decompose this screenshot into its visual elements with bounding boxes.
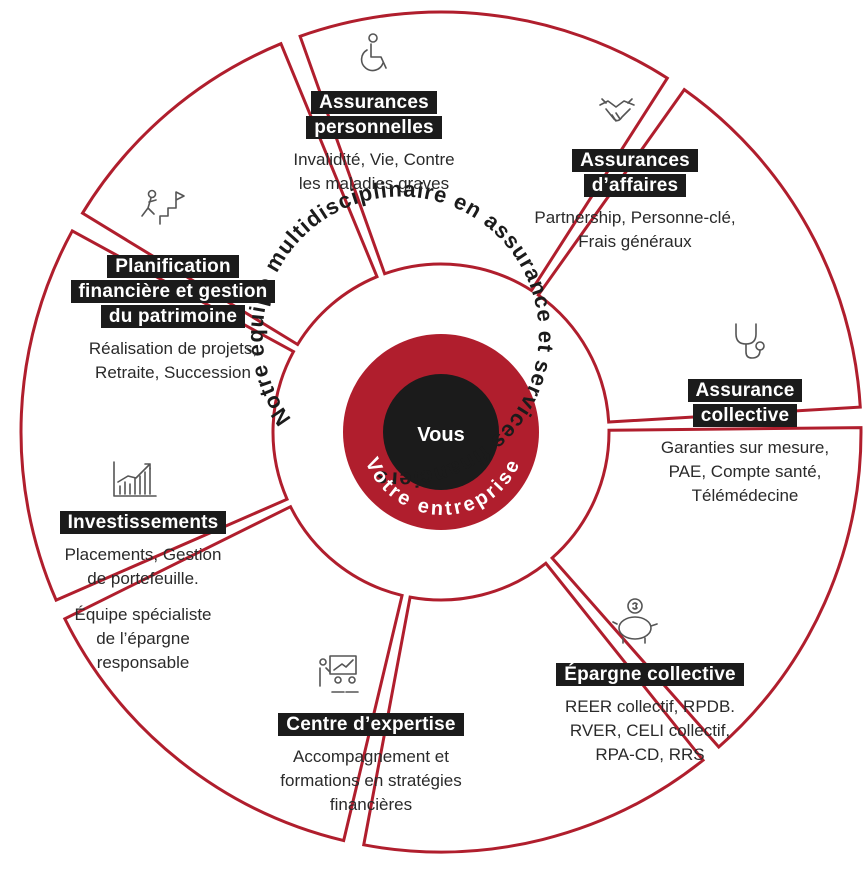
seg-title-line: Centre d’expertise [278,713,464,736]
seg-planification: Planification financière et gestion du p… [32,254,314,385]
seg-desc-line: formations en stratégies [280,771,462,790]
seg-extra-line: de l’épargne [96,629,190,648]
seg-desc: Accompagnement et formations en stratégi… [236,745,506,817]
stairs-flag-icon [141,189,185,225]
seg-desc-line: Accompagnement et [293,747,449,766]
seg-desc-line: Placements, Gestion [64,545,222,564]
seg-title: Investissements [18,510,268,535]
seg-desc-line: Invalidité, Vie, Contre [293,150,455,169]
seg-desc: Réalisation de projets, Retraite, Succes… [32,337,314,385]
seg-extra-line: Équipe spécialiste [74,605,212,624]
seg-title-line: du patrimoine [100,305,246,328]
seg-desc-line: Retraite, Succession [95,363,251,382]
wheel-segment [361,561,706,854]
seg-extra: Équipe spécialiste de l’épargne responsa… [18,603,268,675]
seg-title-line: Épargne collective [556,663,744,686]
vous-center [383,374,499,490]
seg-title: Planification financière et gestion du p… [32,254,314,329]
seg-title-line: Investissements [59,511,227,534]
seg-title: Épargne collective [520,662,780,687]
wheel-segment [62,504,404,843]
stethoscope-icon [735,323,765,359]
wheel-segment [536,87,862,424]
wheel-segment [298,10,670,293]
seg-title: Centre d’expertise [236,712,506,737]
seg-desc-line: Télémédecine [691,486,799,505]
seg-investissements: Investissements Placements, Gestion de p… [18,510,268,675]
seg-title: Assurances d’affaires [515,148,755,198]
seg-title-line: collective [692,404,798,427]
seg-desc-line: les maladies graves [298,174,450,193]
seg-epargne-collective: Épargne collective REER collectif, RPDB.… [520,662,780,767]
wheelchair-icon [360,33,387,72]
seg-desc-line: REER collectif, RPDB. [564,697,736,716]
seg-desc-line: RVER, CELI collectif, [569,721,731,740]
growth-chart-icon [113,461,157,497]
seg-assurance-collective: Assurance collective Garanties sur mesur… [635,378,855,508]
seg-assurances-affaires: Assurances d’affaires Partnership, Perso… [515,148,755,254]
handshake-icon [599,98,635,122]
seg-desc-line: Garanties sur mesure, [660,438,830,457]
wheel-segment [80,41,379,347]
seg-title: Assurances personnelles [254,90,494,140]
seg-assurances-personnelles: Assurances personnelles Invalidité, Vie,… [254,90,494,196]
seg-title-line: Assurance [687,379,803,402]
seg-title-line: personnelles [306,116,442,139]
center-title: Vous [417,424,464,446]
seg-desc: Placements, Gestion de portefeuille. [18,543,268,591]
seg-extra-line: responsable [96,653,190,672]
seg-title-line: Planification [107,255,239,278]
seg-desc: Garanties sur mesure, PAE, Compte santé,… [635,436,855,508]
seg-desc-line: Frais généraux [578,232,692,251]
seg-desc-line: financières [329,795,413,814]
seg-desc-line: Réalisation de projets, [88,339,258,358]
seg-title-line: Assurances [311,91,437,114]
presentation-icon [319,655,359,693]
seg-desc: Invalidité, Vie, Contre les maladies gra… [254,148,494,196]
seg-desc-line: de portefeuille. [87,569,199,588]
seg-desc-line: PAE, Compte santé, [668,462,822,481]
seg-desc: REER collectif, RPDB. RVER, CELI collect… [520,695,780,767]
seg-centre-expertise: Centre d’expertise Accompagnement et for… [236,712,506,817]
seg-title-line: financière et gestion [70,280,276,303]
piggy-bank-icon [612,598,658,644]
seg-desc-line: Partnership, Personne-clé, [534,208,736,227]
seg-desc-line: RPA-CD, RRS [595,745,705,764]
seg-title: Assurance collective [635,378,855,428]
wheel-segment [549,426,863,750]
seg-title-line: Assurances [572,149,698,172]
seg-desc: Partnership, Personne-clé, Frais générau… [515,206,755,254]
seg-title-line: d’affaires [583,174,687,197]
